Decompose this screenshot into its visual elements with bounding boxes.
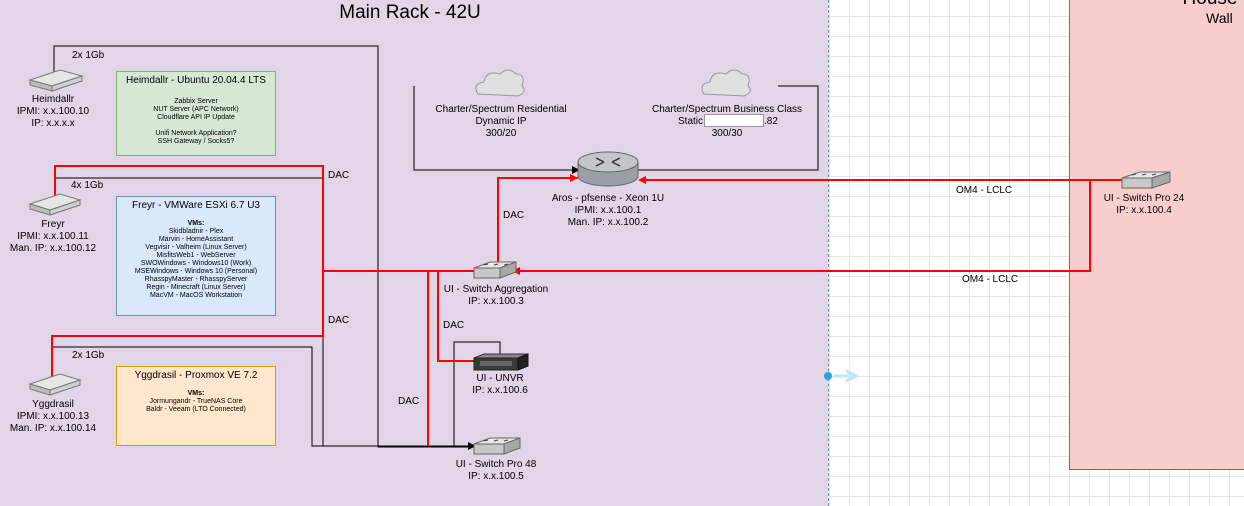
- heimdallr-link: [53, 45, 476, 448]
- switch-pro48-ip: IP: x.x.100.5: [468, 471, 524, 482]
- esxi-vm: Vegvisir - Valheim (Linux Server): [145, 244, 247, 251]
- isp-business-line1: Charter/Spectrum Business Class: [651, 104, 803, 115]
- redacted-ip-mask: [704, 114, 764, 127]
- ubuntu-box-title: Heimdallr - Ubuntu 20.04.4 LTS: [126, 75, 266, 86]
- unvr-icon: [473, 353, 529, 371]
- switch-aggregation-name: UI - Switch Aggregation: [443, 284, 549, 295]
- switch-pro48-name: UI - Switch Pro 48: [455, 459, 537, 470]
- heimdallr-ipmi: IPMI: x.x.100.10: [16, 106, 90, 117]
- esxi-vm: MacVM - MacOS Workstation: [149, 292, 243, 299]
- switch-pro24-ip: IP: x.x.100.4: [1116, 205, 1172, 216]
- heimdallr-name: Heimdallr: [31, 94, 75, 105]
- house-subtitle: Wall: [1206, 10, 1233, 26]
- esxi-vms-heading: VMs:: [187, 220, 205, 227]
- house-title: House: [1170, 0, 1244, 10]
- arrow-router-left: [570, 174, 578, 182]
- yggdrasil-link-label: 2x 1Gb: [72, 350, 105, 361]
- om4-label: OM4 - LCLC: [956, 185, 1013, 196]
- dac-unvr: [437, 271, 476, 362]
- isp-business-line3: 300/30: [711, 128, 743, 139]
- esxi-vm: MisfitsWeb1 - WebServer: [156, 252, 236, 259]
- cloud-residential-icon: [475, 69, 525, 97]
- connection-anchor[interactable]: [824, 372, 832, 380]
- freyr-esxi-box: Freyr - VMWare ESXi 6.7 U3 VMs: Skidblad…: [116, 196, 276, 316]
- freyr-ipmi: IPMI: x.x.100.11: [17, 231, 89, 242]
- isp-residential-line1: Charter/Spectrum Residential: [435, 104, 567, 115]
- ubuntu-line: SSH Gateway / Socks5?: [157, 138, 235, 145]
- heimdallr-ip: IP: x.x.x.x: [31, 118, 75, 129]
- isp-business-static: Static: [678, 116, 704, 127]
- router-ip: Man. IP: x.x.100.2: [567, 217, 649, 228]
- proxmox-box-title: Yggdrasil - Proxmox VE 7.2: [134, 370, 258, 381]
- yggdrasil-proxmox-box: Yggdrasil - Proxmox VE 7.2 VMs: Jormunga…: [116, 366, 276, 446]
- cloud-business-icon: [701, 69, 751, 97]
- esxi-vm: Regin - Minecraft (Linux Server): [146, 284, 246, 291]
- switch-aggregation-icon: [473, 261, 517, 279]
- unvr-ip: IP: x.x.100.6: [472, 385, 528, 396]
- dac-freyr-top: [54, 165, 476, 272]
- dac-label: DAC: [443, 320, 465, 331]
- dac-router: [497, 177, 578, 262]
- dac-freyr-bottom: [51, 271, 324, 378]
- switch-aggregation-ip: IP: x.x.100.3: [468, 296, 524, 307]
- proxmox-vm: Jormungandr - TrueNAS Core: [149, 398, 243, 405]
- proxmox-vms-heading: VMs:: [187, 390, 205, 397]
- freyr-server-icon: [28, 193, 82, 216]
- yggdrasil-name: Yggdrasil: [32, 399, 74, 410]
- dac-label: DAC: [328, 170, 350, 181]
- heimdallr-server-icon: [28, 69, 84, 92]
- ubuntu-line: Zabbix Server: [174, 98, 218, 105]
- ubuntu-line: NUT Server (APC Network): [153, 106, 239, 113]
- isp-residential-link: [413, 86, 580, 171]
- freyr-ip: Man. IP: x.x.100.12: [9, 243, 97, 254]
- dac-label: DAC: [503, 210, 525, 221]
- esxi-vm: SWOWindows - Windows10 (Work): [140, 260, 252, 267]
- esxi-vm: MSEWindows - Windows 10 (Personal): [134, 268, 258, 275]
- rack-title: Main Rack - 42U: [339, 2, 481, 23]
- heimdallr-ubuntu-box: Heimdallr - Ubuntu 20.04.4 LTS Zabbix Se…: [116, 71, 276, 156]
- switch-pro24-icon: [1121, 171, 1171, 189]
- proxmox-vm: Baldr - Veeam (LTO Connected): [146, 406, 246, 413]
- isp-residential-line2: Dynamic IP: [475, 116, 527, 127]
- arrow-router-right: [638, 176, 646, 184]
- ubuntu-line: Cloudflare API IP Update: [157, 114, 235, 121]
- heimdallr-link-label: 2x 1Gb: [72, 50, 105, 61]
- esxi-vm: Marvin - HomeAssistant: [158, 236, 234, 243]
- dac-label: DAC: [328, 315, 350, 326]
- unvr-name: UI - UNVR: [476, 373, 524, 384]
- switch-pro24-name: UI - Switch Pro 24: [1103, 193, 1185, 204]
- freyr-link-label: 4x 1Gb: [71, 180, 104, 191]
- isp-residential-line3: 300/20: [485, 128, 517, 139]
- isp-business-suffix: .82: [764, 116, 778, 127]
- om4-agg-link: [517, 179, 1122, 272]
- area-divider: [828, 0, 829, 506]
- esxi-vm: RhasspyMaster - RhasspyServer: [144, 276, 248, 283]
- house-wall-area: [1069, 0, 1244, 470]
- isp-business-link: [637, 85, 819, 171]
- ubuntu-line: Unifi Network Application?: [155, 130, 237, 137]
- yggdrasil-ipmi: IPMI: x.x.100.13: [16, 411, 90, 422]
- arrow-router-res: [572, 166, 580, 174]
- connector-arrow-icon: [834, 369, 860, 383]
- router-ipmi: IPMI: x.x.100.1: [574, 205, 642, 216]
- dac-label: DAC: [398, 396, 420, 407]
- router-icon: [577, 151, 639, 187]
- om4-label: OM4 - LCLC: [962, 274, 1019, 285]
- yggdrasil-server-icon: [28, 373, 82, 396]
- yggdrasil-ip: Man. IP: x.x.100.14: [9, 423, 97, 434]
- unvr-mgmt-link: [453, 341, 501, 447]
- switch-pro48-icon: [473, 437, 521, 455]
- router-name: Aros - pfsense - Xeon 1U: [551, 193, 665, 204]
- freyr-name: Freyr: [41, 219, 65, 230]
- arrow-pro48: [468, 442, 476, 450]
- esxi-vm: Skidbladnir - Plex: [168, 228, 224, 235]
- esxi-box-title: Freyr - VMWare ESXi 6.7 U3: [132, 200, 260, 211]
